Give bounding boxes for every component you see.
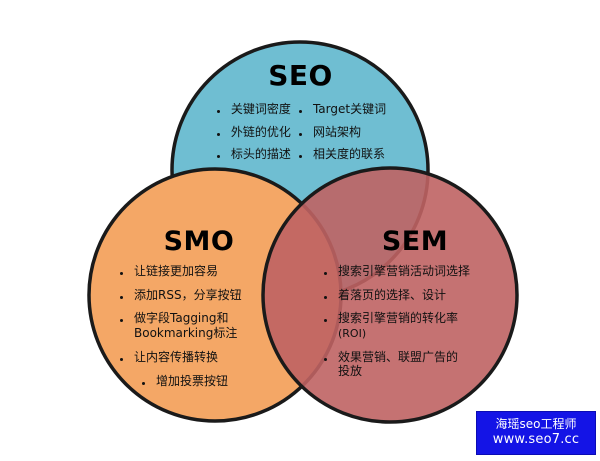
list-item: 让内容传播转换 (118, 350, 294, 365)
watermark-line-1: 海瑶seo工程师 (495, 417, 577, 432)
sem-bullet-list: 搜索引擎营销活动词选择 着落页的选择、设计 搜索引擎营销的转化率 (ROI) 效… (320, 264, 510, 379)
list-item: 增加投票按钮 (118, 374, 294, 389)
list-item: 搜索引擎营销的转化率 (ROI) (322, 311, 510, 340)
list-item: 相关度的联系 (297, 147, 386, 162)
seo-bullet-columns: 关键词密度 外链的优化 标头的描述 Target关键词 网站架构 相关度的联系 (178, 102, 423, 170)
list-item-line-2: (ROI) (338, 326, 367, 340)
list-item: 外链的优化 (215, 125, 291, 140)
watermark: 海瑶seo工程师 www.seo7.cc (476, 411, 596, 455)
list-item: 标头的描述 (215, 147, 291, 162)
list-item: 搜索引擎营销活动词选择 (322, 264, 510, 279)
list-item: 让链接更加容易 (118, 264, 294, 279)
list-item: 关键词密度 (215, 102, 291, 117)
list-item: 着落页的选择、设计 (322, 288, 510, 303)
list-item-line-1: 搜索引擎营销的转化率 (338, 311, 459, 326)
list-item: 添加RSS，分享按钮 (118, 288, 294, 303)
sem-circle-content: SEM 搜索引擎营销活动词选择 着落页的选择、设计 搜索引擎营销的转化率 (RO… (320, 228, 510, 388)
sem-title: SEM (381, 226, 449, 257)
list-item: 效果营销、联盟广告的 投放 (322, 350, 510, 379)
seo-title: SEO (268, 59, 333, 92)
seo-bullet-column-2: Target关键词 网站架构 相关度的联系 (297, 102, 386, 170)
smo-title: SMO (163, 226, 235, 257)
list-item-line-1: 效果营销、联盟广告的 (338, 349, 459, 364)
seo-circle-content: SEO 关键词密度 外链的优化 标头的描述 Target关键词 网站架构 相关度… (178, 62, 423, 170)
seo-bullet-column-1: 关键词密度 外链的优化 标头的描述 (215, 102, 291, 170)
watermark-line-2: www.seo7.cc (492, 432, 580, 448)
list-item-line-2: 投放 (338, 364, 363, 379)
smo-circle-content: SMO 让链接更加容易 添加RSS，分享按钮 做字段Tagging和 Bookm… (104, 228, 294, 398)
list-item: 做字段Tagging和 Bookmarking标注 (118, 311, 294, 340)
list-item: Target关键词 (297, 102, 386, 117)
smo-bullet-list: 让链接更加容易 添加RSS，分享按钮 做字段Tagging和 Bookmarki… (104, 264, 294, 389)
list-item-line-2: Bookmarking标注 (134, 325, 238, 340)
list-item-line-1: 做字段Tagging和 (134, 311, 229, 326)
list-item: 网站架构 (297, 125, 386, 140)
